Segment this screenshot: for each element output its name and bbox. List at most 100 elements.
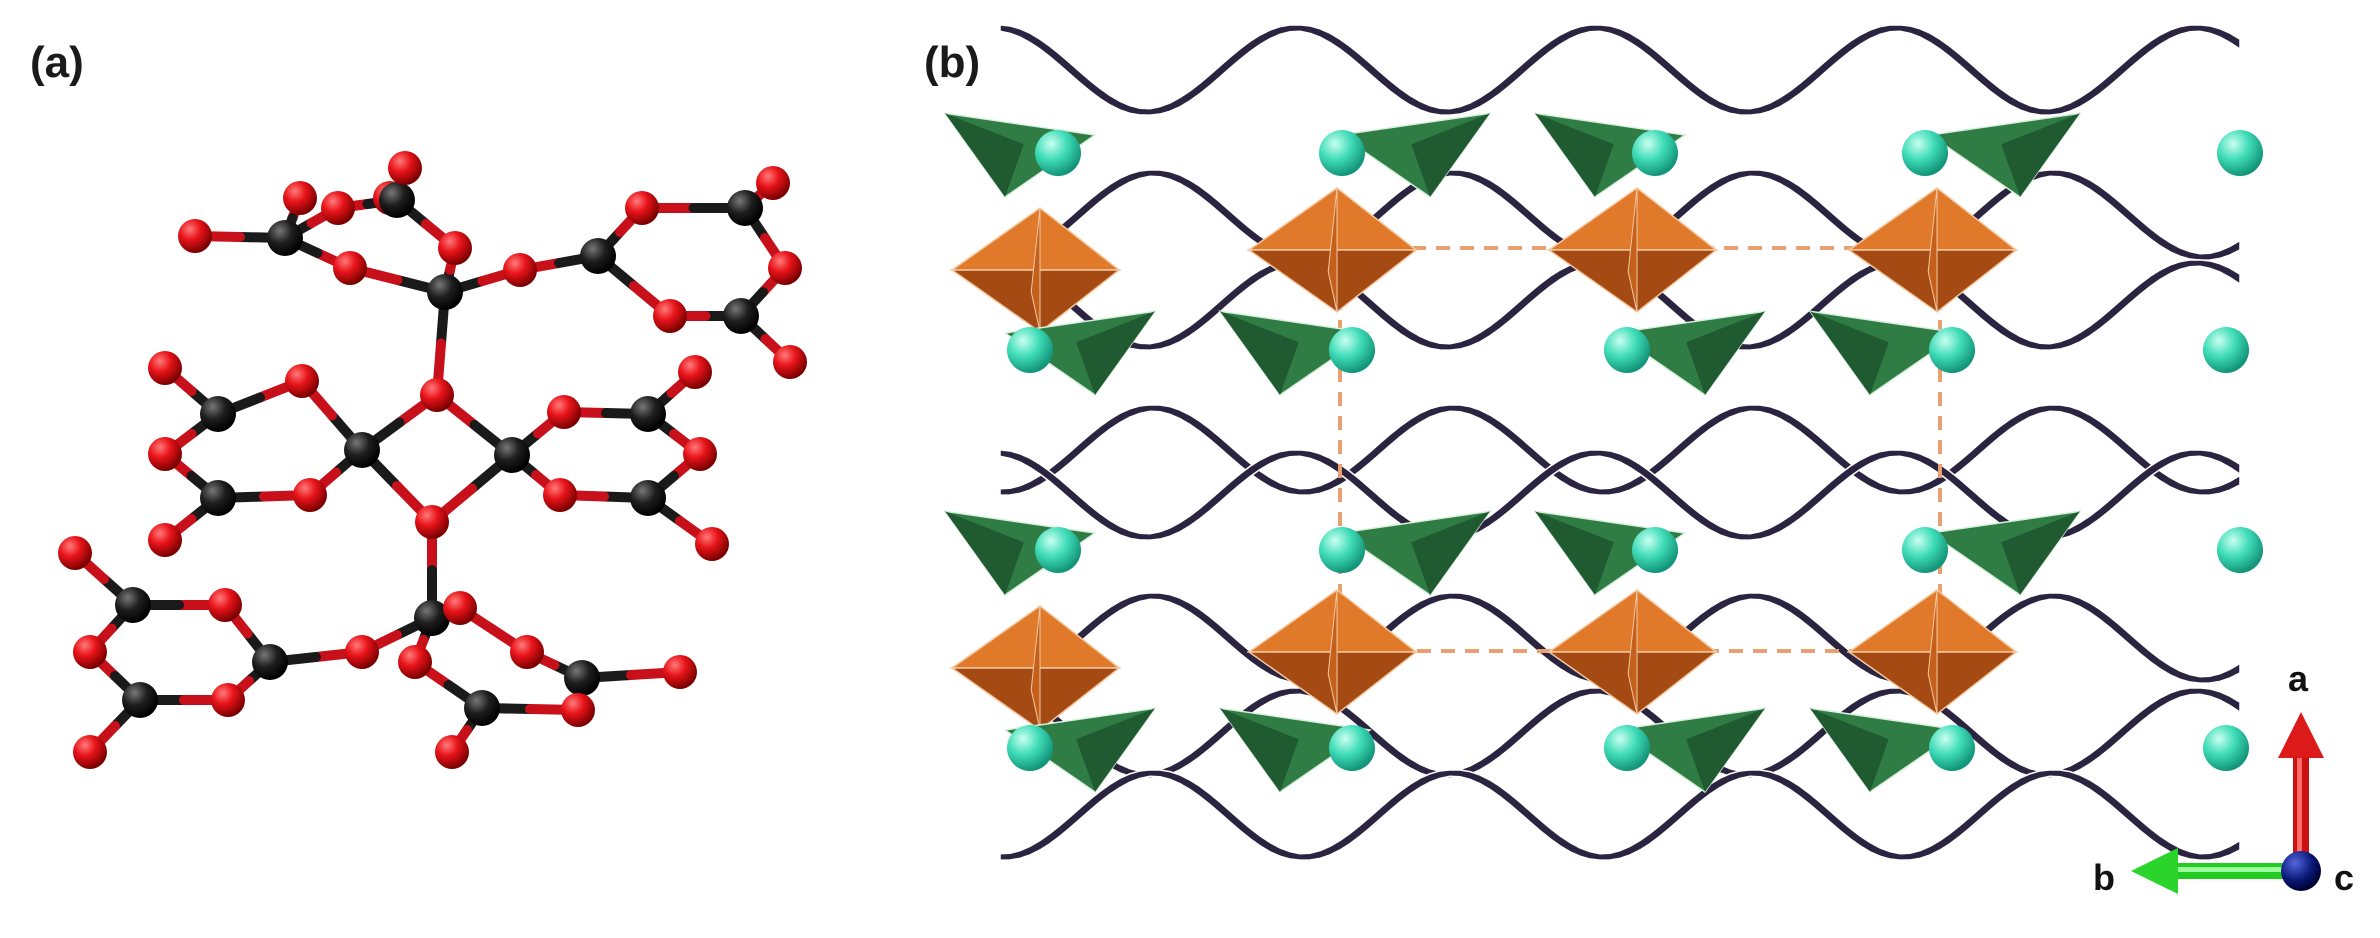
tetrahedron-face bbox=[1686, 708, 1765, 792]
oxygen-atom bbox=[695, 527, 729, 561]
carbon-atom bbox=[200, 396, 236, 432]
carbon-atom bbox=[723, 298, 759, 334]
oxygen-atom bbox=[678, 355, 712, 389]
axis-c-label: c bbox=[2334, 857, 2355, 898]
oxygen-atom bbox=[503, 253, 537, 287]
oxygen-atom bbox=[625, 191, 659, 225]
cation-sphere bbox=[1319, 527, 1365, 573]
oxygen-atom bbox=[333, 251, 367, 285]
panel-a-label: (a) bbox=[30, 38, 84, 87]
cation-sphere bbox=[1632, 130, 1678, 176]
oxygen-atom bbox=[293, 478, 327, 512]
tetrahedron-face bbox=[1411, 113, 1490, 197]
oxygen-atom bbox=[415, 505, 449, 539]
octahedron-face bbox=[1030, 605, 1041, 731]
oxygen-atom bbox=[443, 591, 477, 625]
cation-sphere bbox=[1007, 725, 1053, 771]
cation-sphere bbox=[1902, 130, 1948, 176]
ribbon-chain bbox=[999, 24, 2241, 116]
axis-b-arrow bbox=[2131, 848, 2299, 894]
carbon-atom bbox=[122, 682, 158, 718]
axis-triad bbox=[2131, 712, 2324, 894]
tetrahedron-face bbox=[1076, 708, 1155, 792]
tetrahedron-face bbox=[1535, 113, 1614, 197]
oxygen-atom bbox=[283, 181, 317, 215]
cation-sphere bbox=[1319, 130, 1365, 176]
tetrahedron-face bbox=[1220, 708, 1299, 792]
octahedron-face bbox=[1327, 187, 1338, 313]
oxygen-atom bbox=[321, 191, 355, 225]
tetrahedron-face bbox=[1535, 511, 1614, 595]
axis-c-dot bbox=[2281, 851, 2321, 891]
oxygen-atom bbox=[208, 588, 242, 622]
cation-sphere bbox=[1604, 725, 1650, 771]
tetrahedron-face bbox=[1411, 511, 1490, 595]
cation-spheres bbox=[1007, 130, 2263, 771]
ribbon-chain bbox=[999, 769, 2241, 861]
oxygen-atom bbox=[285, 364, 319, 398]
axis-a-label: a bbox=[2288, 658, 2309, 699]
oxygen-atom bbox=[73, 635, 107, 669]
ribbon-chain bbox=[999, 687, 2241, 779]
oxygen-atom bbox=[398, 645, 432, 679]
oxygen-atom bbox=[663, 655, 697, 689]
tetrahedron-face bbox=[2001, 113, 2080, 197]
oxygen-atom bbox=[178, 219, 212, 253]
carbon-atom bbox=[414, 600, 450, 636]
octahedron-face bbox=[1627, 589, 1638, 715]
carbon-atom bbox=[115, 587, 151, 623]
oxygen-atom bbox=[388, 151, 422, 185]
cation-sphere bbox=[1902, 527, 1948, 573]
oxygen-atom bbox=[435, 735, 469, 769]
axis-b-label: b bbox=[2093, 857, 2115, 898]
carbon-atom bbox=[379, 182, 415, 218]
oxygen-atom bbox=[561, 693, 595, 727]
axis-a-arrow bbox=[2278, 712, 2324, 870]
octahedron-face bbox=[1627, 187, 1638, 313]
oxygen-atom bbox=[543, 478, 577, 512]
oxygen-atom bbox=[773, 345, 807, 379]
oxygen-atom bbox=[756, 166, 790, 200]
tetrahedron-face bbox=[1810, 708, 1889, 792]
oxygen-atom bbox=[768, 251, 802, 285]
carbon-atom bbox=[564, 660, 600, 696]
oxygen-atom bbox=[345, 635, 379, 669]
tetrahedron-face bbox=[2001, 511, 2080, 595]
cation-sphere bbox=[2217, 527, 2263, 573]
oxygen-atom bbox=[73, 735, 107, 769]
ribbon-chain bbox=[999, 592, 2241, 684]
carbon-atom bbox=[252, 644, 288, 680]
panel-b-label: (b) bbox=[924, 38, 981, 87]
molecule-structure bbox=[58, 151, 807, 769]
tetrahedron-face bbox=[1220, 311, 1299, 395]
tetrahedron-face bbox=[945, 511, 1024, 595]
carbon-atom bbox=[267, 220, 303, 256]
cation-sphere bbox=[1929, 725, 1975, 771]
cation-sphere bbox=[2217, 130, 2263, 176]
carbon-atom bbox=[344, 432, 380, 468]
carbon-atom bbox=[427, 274, 463, 310]
cation-sphere bbox=[2203, 725, 2249, 771]
oxygen-atom bbox=[510, 635, 544, 669]
carbon-atom bbox=[464, 690, 500, 726]
cation-sphere bbox=[1929, 327, 1975, 373]
oxygen-atom bbox=[653, 299, 687, 333]
crystal-packing-structure bbox=[943, 24, 2263, 861]
cation-sphere bbox=[1604, 327, 1650, 373]
cation-sphere bbox=[1329, 725, 1375, 771]
carbon-atom bbox=[580, 238, 616, 274]
octahedron-face bbox=[1327, 589, 1338, 715]
cation-sphere bbox=[1035, 527, 1081, 573]
tetrahedron-face bbox=[1810, 311, 1889, 395]
tetrahedron-face bbox=[945, 113, 1024, 197]
oxygen-atom bbox=[211, 683, 245, 717]
oxygen-atom bbox=[438, 231, 472, 265]
cation-sphere bbox=[1329, 327, 1375, 373]
octahedron-face bbox=[1030, 207, 1041, 333]
cation-sphere bbox=[1035, 130, 1081, 176]
carbon-atom bbox=[200, 480, 236, 516]
oxygen-atom bbox=[148, 523, 182, 557]
octahedron-face bbox=[1927, 589, 1938, 715]
tetrahedron-face bbox=[1076, 311, 1155, 395]
octahedra bbox=[949, 187, 2019, 731]
